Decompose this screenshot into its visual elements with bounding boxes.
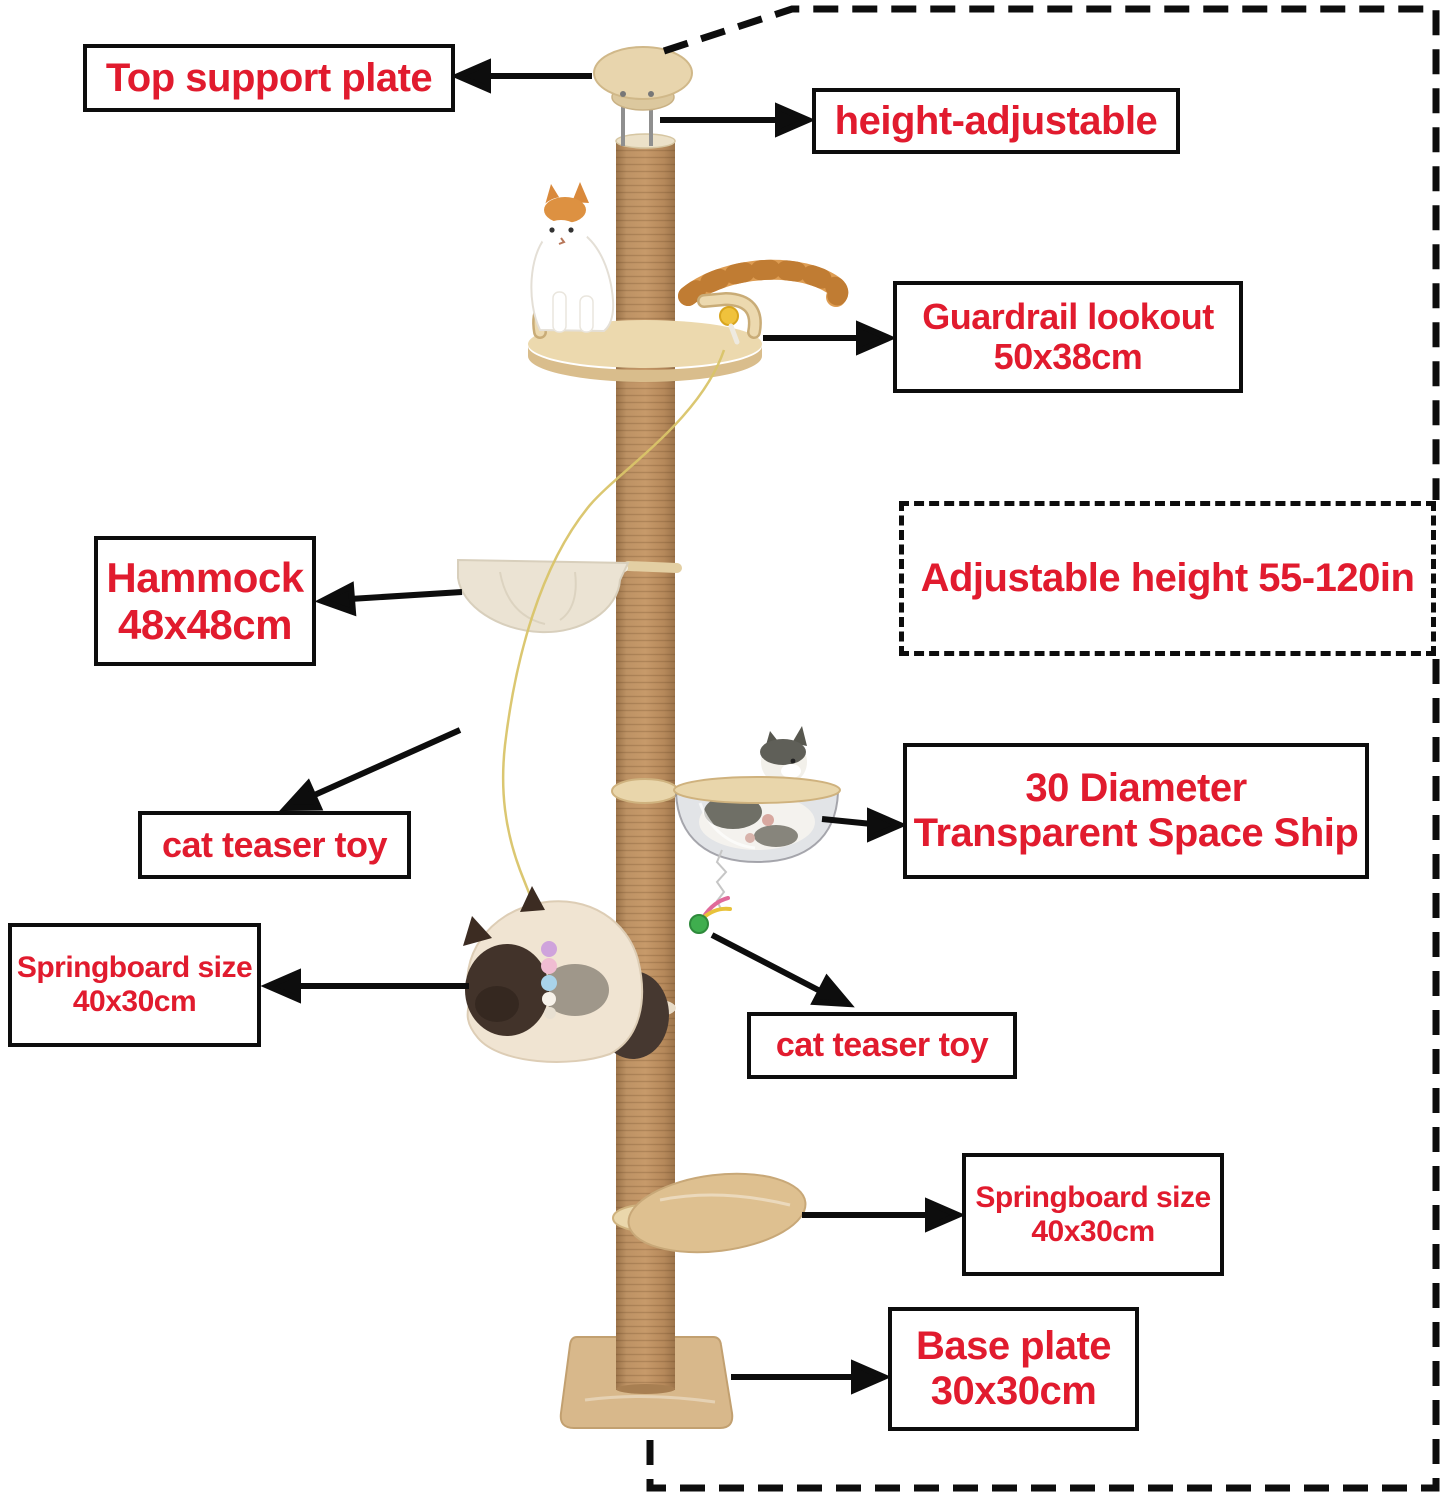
- label-hammock: Hammock 48x48cm: [94, 536, 316, 666]
- label-cat-teaser-toy-right: cat teaser toy: [747, 1012, 1017, 1079]
- label-size: 48x48cm: [118, 601, 293, 648]
- label-text: Springboard size: [975, 1180, 1211, 1214]
- arrow-to-springboard-right: [802, 1197, 966, 1233]
- label-text: Adjustable height 55-120in: [920, 556, 1415, 601]
- label-text: Top support plate: [105, 55, 433, 100]
- space-ship-bowl: [611, 726, 841, 864]
- label-top-support-plate: Top support plate: [83, 44, 455, 112]
- label-text: cat teaser toy: [161, 823, 388, 865]
- springboard-with-cat: [463, 886, 676, 1063]
- arrow-to-height-adjustable: [660, 102, 816, 138]
- label-size: 40x30cm: [72, 985, 197, 1018]
- arrow-to-base-plate: [731, 1359, 892, 1395]
- label-cat-teaser-toy-left: cat teaser toy: [138, 811, 411, 879]
- label-height-adjustable: height-adjustable: [812, 88, 1180, 154]
- hanging-ball-toy: [719, 306, 739, 326]
- arrow-to-space-ship: [821, 807, 908, 843]
- teaser-spring-toy: [689, 849, 732, 934]
- label-space-ship: 30 Diameter Transparent Space Ship: [903, 743, 1369, 879]
- label-text: Base plate: [915, 1324, 1112, 1369]
- label-size: 30x30cm: [930, 1369, 1097, 1413]
- arrow-to-hammock: [314, 581, 463, 617]
- label-guardrail-lookout: Guardrail lookout 50x38cm: [893, 281, 1243, 393]
- arrow-to-cat-teaser-right: [710, 932, 855, 1008]
- label-springboard-right: Springboard size 40x30cm: [962, 1153, 1224, 1276]
- label-base-plate: Base plate 30x30cm: [888, 1307, 1139, 1431]
- label-text: cat teaser toy: [775, 1026, 989, 1065]
- label-springboard-left: Springboard size 40x30cm: [8, 923, 261, 1047]
- label-adjustable-height: Adjustable height 55-120in: [899, 501, 1436, 656]
- label-text: height-adjustable: [834, 98, 1158, 143]
- label-text: Hammock: [106, 553, 304, 601]
- bottom-springboard: [612, 1172, 807, 1254]
- hammock-shape: [457, 558, 682, 634]
- label-text: 30 Diameter: [1025, 766, 1247, 811]
- label-text: Springboard size: [16, 951, 253, 985]
- dashed-outline-top: [662, 5, 1440, 500]
- label-text-2: Transparent Space Ship: [913, 811, 1359, 855]
- label-size: 40x30cm: [1031, 1214, 1155, 1248]
- arrow-to-springboard-left: [260, 968, 469, 1004]
- label-size: 50x38cm: [993, 336, 1143, 377]
- arrow-to-cat-teaser-left: [279, 727, 462, 812]
- dashed-outline-bottom: [646, 659, 1440, 1492]
- top-support-plate-shape: [593, 46, 693, 146]
- arrow-to-guardrail-lookout: [763, 320, 897, 356]
- label-text: Guardrail lookout: [922, 295, 1214, 337]
- teaser-string: [501, 349, 726, 939]
- bead-teaser-toy: [541, 941, 557, 1019]
- arrow-to-top-support-plate: [450, 58, 592, 94]
- cat-on-lookout: [530, 182, 615, 333]
